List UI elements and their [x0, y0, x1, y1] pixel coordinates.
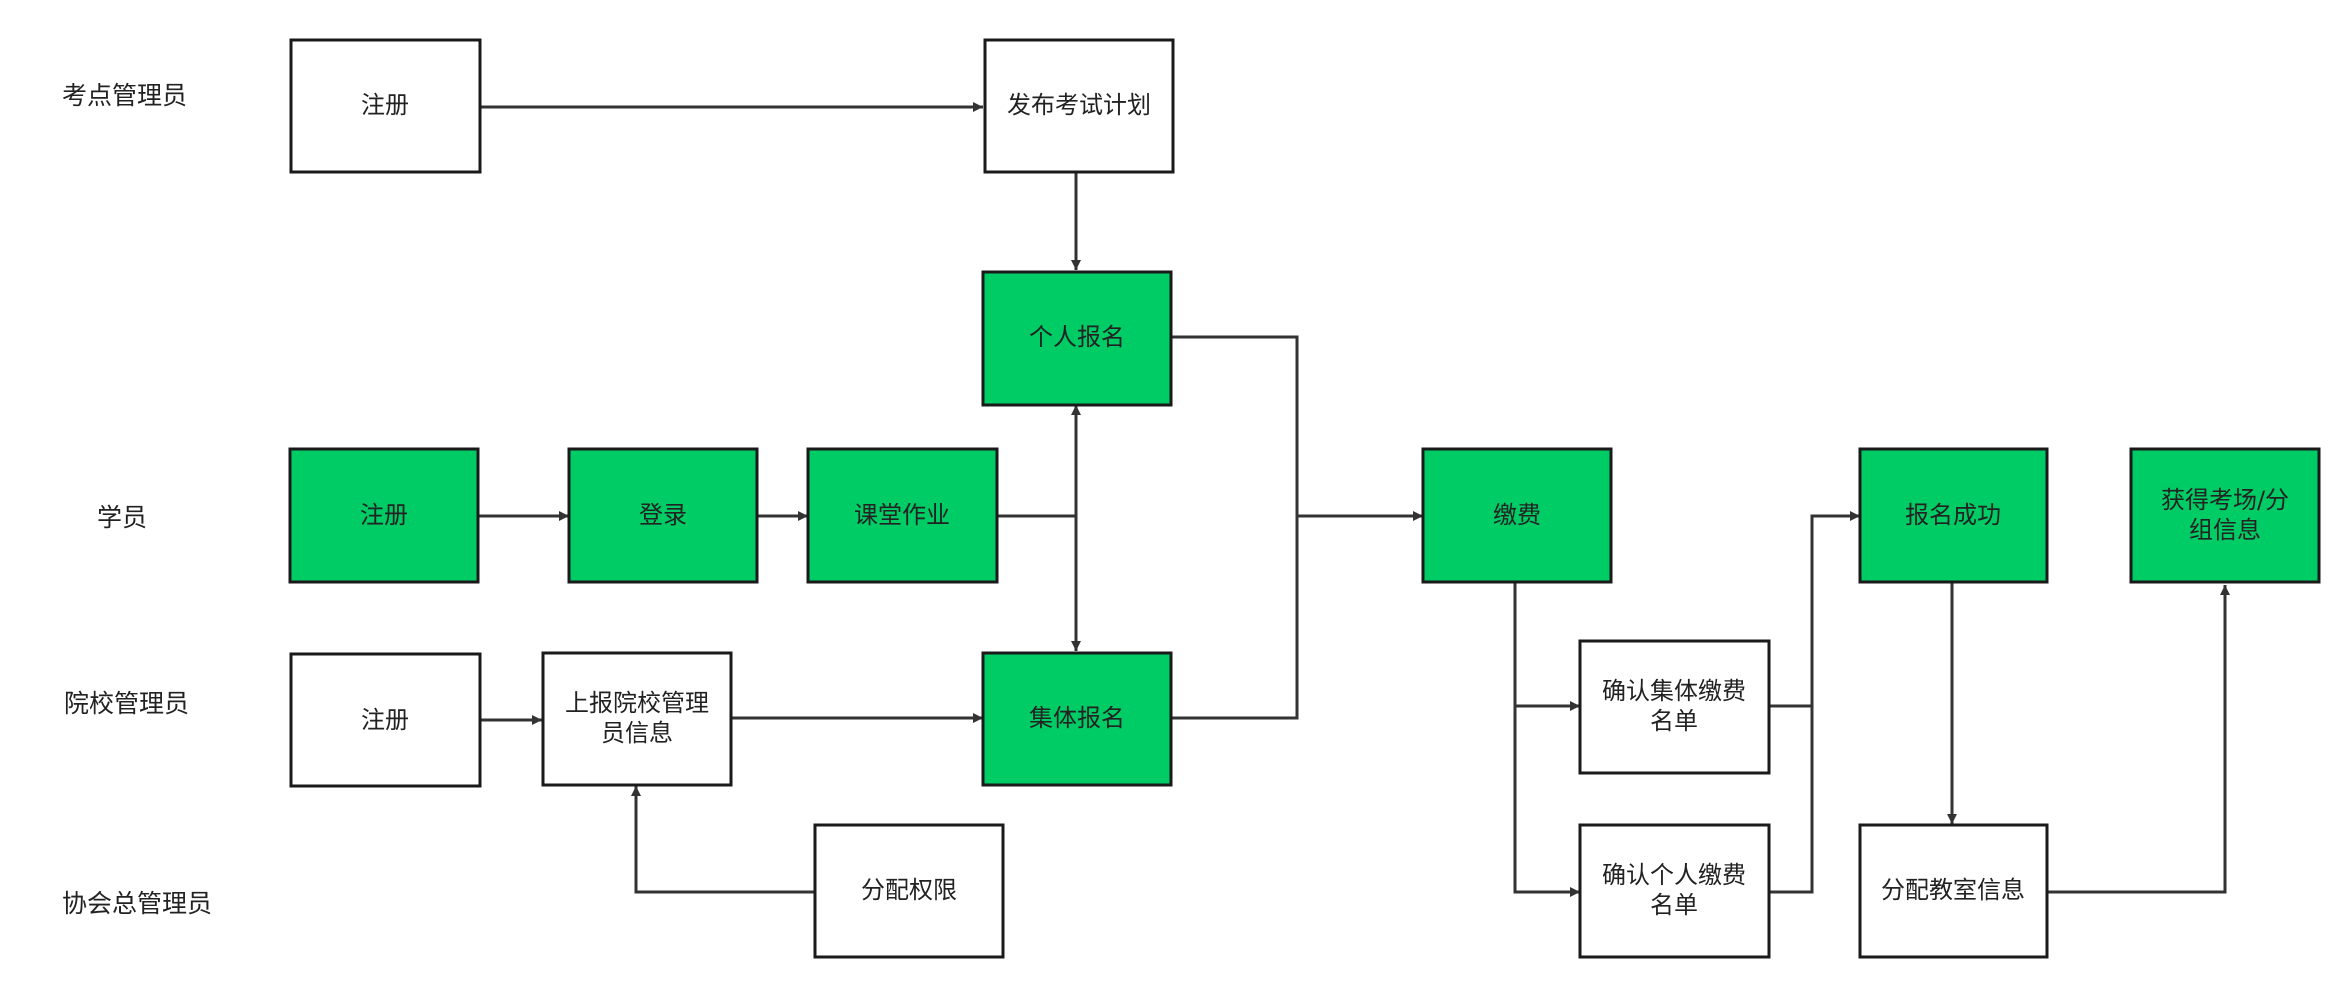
node-group-signup: 集体报名 — [981, 651, 1173, 787]
node-login: 登录 — [567, 447, 759, 584]
node-label: 个人报名 — [1029, 323, 1125, 351]
node-label: 注册 — [361, 706, 409, 734]
node-label-line: 确认个人缴费 — [1602, 861, 1746, 889]
node-label-line: 缴费 — [1493, 501, 1541, 529]
node-label: 缴费 — [1493, 501, 1541, 529]
node-label-line: 确认集体缴费 — [1602, 677, 1746, 705]
edge-assign-classroom-to-room-info — [2047, 585, 2230, 894]
node-label-line: 个人报名 — [1029, 323, 1125, 351]
node-report-school-admin: 上报院校管理员信息 — [541, 651, 733, 787]
node-signup-success: 报名成功 — [1858, 447, 2049, 584]
node-label: 确认集体缴费名单 — [1602, 677, 1746, 735]
node-student-register: 注册 — [288, 447, 480, 584]
edge-individual-signup-to-payment — [1171, 335, 1423, 521]
node-assign-permission: 分配权限 — [813, 823, 1005, 959]
node-label-line: 名单 — [1650, 707, 1698, 735]
node-label: 报名成功 — [1905, 501, 2001, 529]
node-label-line: 注册 — [361, 706, 409, 734]
node-payment: 缴费 — [1421, 447, 1613, 584]
node-label-line: 注册 — [361, 91, 409, 119]
node-individual-signup: 个人报名 — [981, 270, 1173, 407]
node-label-line: 获得考场/分 — [2161, 486, 2289, 514]
node-label-line: 发布考试计划 — [1007, 91, 1151, 119]
connectors — [478, 102, 2230, 897]
node-label-line: 登录 — [639, 501, 687, 529]
node-label: 登录 — [639, 501, 687, 529]
node-label-line: 报名成功 — [1905, 501, 2001, 529]
node-label-line: 上报院校管理 — [565, 689, 709, 717]
node-label-line: 集体报名 — [1029, 704, 1125, 732]
node-label: 集体报名 — [1029, 704, 1125, 732]
lane-label-exam-site-admin: 考点管理员 — [62, 81, 187, 110]
node-label: 获得考场/分组信息 — [2161, 486, 2289, 544]
edge-payment-to-confirm-group — [1513, 583, 1580, 711]
node-label-line: 注册 — [360, 501, 408, 529]
lane-label-school-admin: 院校管理员 — [64, 689, 189, 718]
node-publish-plan: 发布考试计划 — [983, 38, 1175, 174]
node-label-line: 名单 — [1650, 891, 1698, 919]
edge-confirm-group-to-success — [1769, 511, 1860, 708]
node-label-line: 分配权限 — [861, 876, 957, 904]
node-label-line: 课堂作业 — [854, 501, 950, 529]
node-label: 课堂作业 — [854, 501, 950, 529]
node-assign-classroom: 分配教室信息 — [1858, 823, 2049, 959]
edge-assign-permission-to-report — [631, 786, 815, 894]
node-label: 分配权限 — [861, 876, 957, 904]
node-label: 分配教室信息 — [1881, 876, 2025, 904]
lane-labels: 考点管理员 学员 院校管理员 协会总管理员 — [62, 81, 212, 918]
node-get-room-info: 获得考场/分组信息 — [2129, 447, 2321, 584]
node-label: 上报院校管理员信息 — [565, 689, 709, 747]
node-confirm-group-payment: 确认集体缴费名单 — [1578, 639, 1771, 775]
node-confirm-individual-payment: 确认个人缴费名单 — [1578, 823, 1771, 959]
node-label-line: 组信息 — [2189, 516, 2261, 544]
lane-label-student: 学员 — [97, 503, 147, 532]
node-label: 注册 — [361, 91, 409, 119]
node-label: 发布考试计划 — [1007, 91, 1151, 119]
node-homework: 课堂作业 — [806, 447, 999, 584]
node-school-register: 注册 — [289, 652, 482, 788]
node-label-line: 分配教室信息 — [1881, 876, 2025, 904]
node-label-line: 员信息 — [601, 719, 673, 747]
edge-group-signup-to-payment — [1171, 516, 1299, 720]
lane-label-association-admin: 协会总管理员 — [62, 889, 212, 918]
node-label: 确认个人缴费名单 — [1602, 861, 1746, 919]
edge-payment-to-confirm-individual — [1513, 706, 1580, 897]
node-label: 注册 — [360, 501, 408, 529]
edge-confirm-individual-to-success — [1769, 706, 1814, 894]
node-site-register: 注册 — [289, 38, 482, 174]
